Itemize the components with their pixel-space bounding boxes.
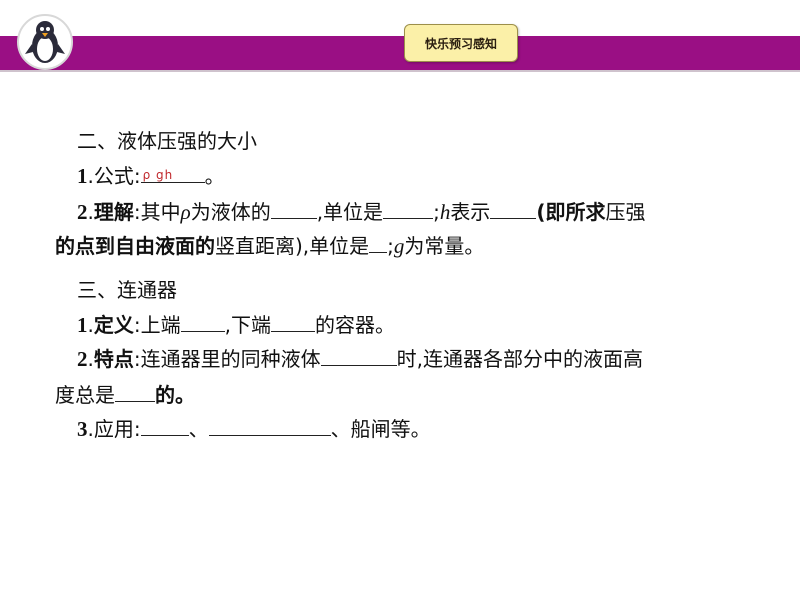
- text-fragment: 时,连通器各部分中的液面高: [396, 347, 643, 371]
- item-number: 2: [77, 347, 88, 371]
- application-blank-2[interactable]: [208, 415, 331, 436]
- item-dot: .: [87, 200, 94, 224]
- application-line: 3.应用: 、 、船闸等。: [77, 415, 431, 442]
- text-fragment: 竖直距离),单位是: [215, 234, 370, 258]
- understanding-line-1: 2.理解:其中ρ为液体的 ,单位是;h表示 (即所求压强: [77, 198, 645, 225]
- definition-label: 定义: [93, 313, 134, 337]
- text-fragment: 的。: [155, 383, 195, 407]
- text-fragment: ,下端: [224, 313, 271, 337]
- section-title-text: 三、连通器: [77, 278, 177, 302]
- top-end-blank[interactable]: [180, 311, 225, 332]
- text-fragment: 为液体的: [190, 200, 271, 224]
- text-fragment: (即所求: [536, 200, 606, 224]
- formula-label: 公式:: [93, 164, 141, 188]
- text-fragment: 的容器。: [314, 313, 395, 337]
- header-bar: [0, 36, 800, 70]
- h-symbol: h: [439, 200, 451, 224]
- item-number: 2: [77, 200, 88, 224]
- formula-blank[interactable]: ρ gh: [140, 162, 205, 183]
- header-divider: [0, 70, 800, 72]
- bottom-end-blank[interactable]: [270, 311, 315, 332]
- formula-line: 1.公式:ρ gh。: [77, 162, 225, 189]
- item-dot: .: [87, 164, 94, 188]
- text-fragment: 、: [188, 417, 209, 441]
- section-title-pressure: 二、液体压强的大小: [77, 128, 257, 154]
- text-fragment: ,单位是: [316, 200, 384, 224]
- depth-unit-blank[interactable]: [369, 232, 388, 253]
- text-fragment: 为常量。: [404, 234, 485, 258]
- feature-line-2: 度总是 的。: [55, 381, 195, 408]
- section-title-text: 二、液体压强的大小: [77, 129, 257, 153]
- g-symbol: g: [393, 234, 405, 258]
- rho-symbol: ρ: [180, 200, 191, 224]
- item-number: 1: [77, 164, 88, 188]
- text-fragment: :连通器里的同种液体: [133, 347, 321, 371]
- feature-line-1: 2.特点:连通器里的同种液体 时,连通器各部分中的液面高: [77, 345, 643, 372]
- text-fragment: :上端: [133, 313, 181, 337]
- understanding-line-2: 的点到自由液面的竖直距离),单位是;g为常量。: [55, 232, 484, 259]
- text-fragment: 、船闸等。: [330, 417, 431, 441]
- text-fragment: :其中: [133, 200, 181, 224]
- text-fragment: 压强: [605, 200, 646, 224]
- item-number: 3: [77, 417, 88, 441]
- application-blank-1[interactable]: [140, 415, 189, 436]
- density-unit-blank[interactable]: [383, 198, 434, 219]
- section-title-connector: 三、连通器: [77, 277, 177, 303]
- penguin-icon: [17, 14, 73, 70]
- item-dot: .: [87, 417, 94, 441]
- density-blank[interactable]: [270, 198, 317, 219]
- item-number: 1: [77, 313, 88, 337]
- liquid-state-blank[interactable]: [320, 345, 397, 366]
- depth-blank[interactable]: [490, 198, 537, 219]
- section-tag[interactable]: 快乐预习感知: [404, 24, 518, 62]
- line-end: 。: [204, 164, 225, 188]
- definition-line: 1.定义:上端 ,下端 的容器。: [77, 311, 395, 338]
- text-fragment: 表示: [450, 200, 491, 224]
- text-fragment: ;: [433, 200, 440, 224]
- feature-label: 特点: [93, 347, 134, 371]
- text-fragment: ;: [387, 234, 394, 258]
- text-fragment: 的点到自由液面的: [55, 234, 215, 258]
- text-fragment: 应用:: [93, 417, 141, 441]
- item-dot: .: [87, 313, 94, 337]
- item-dot: .: [87, 347, 94, 371]
- level-blank[interactable]: [115, 381, 155, 402]
- understanding-label: 理解: [93, 200, 134, 224]
- text-fragment: 度总是: [55, 383, 115, 407]
